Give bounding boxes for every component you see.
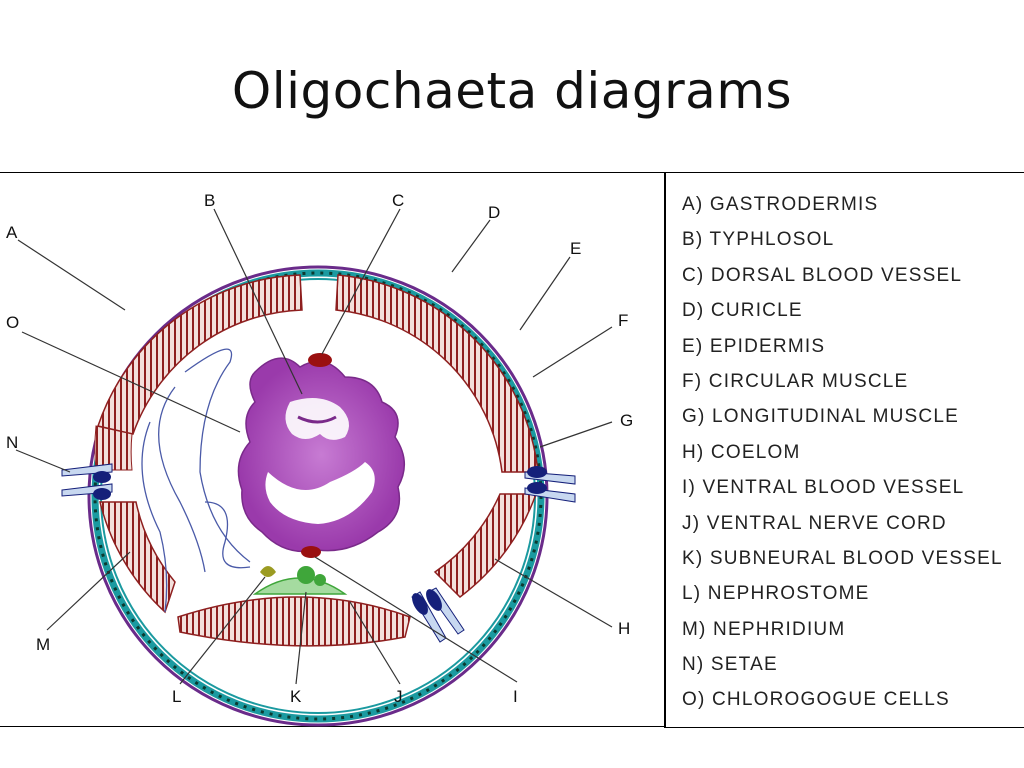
seta-sac-ventral-2 — [426, 589, 442, 611]
leader-h — [494, 558, 613, 628]
legend-item-d: D) CURICLE — [682, 300, 803, 322]
legend-item-a: A) GASTRODERMIS — [682, 194, 879, 215]
legend-item-n: N) SETAE — [682, 654, 778, 676]
seta-sac-right-upper — [527, 466, 547, 478]
leader-g — [539, 421, 613, 448]
frame-bottom-line — [0, 726, 664, 727]
leader-o — [21, 331, 241, 433]
frame-top-line — [0, 172, 664, 173]
leader-l — [179, 576, 266, 685]
letter-k: K — [290, 687, 302, 706]
nephridium-tube-1 — [184, 348, 251, 563]
leader-n — [15, 449, 71, 473]
letter-n: N — [6, 433, 18, 452]
slide-title: Oligochaeta diagrams — [231, 62, 793, 120]
seta-sac-right-lower — [527, 482, 547, 494]
leader-b — [213, 208, 303, 395]
letter-e: E — [570, 239, 581, 258]
nephridium-tube-3 — [141, 421, 168, 613]
legend-item-e: E) EPIDERMIS — [682, 335, 826, 357]
nerve-cord-core-2 — [314, 574, 326, 586]
dorsal-blood-vessel — [308, 353, 332, 367]
letter-f: F — [618, 311, 628, 330]
letter-b: B — [204, 191, 215, 210]
gut-lumen-lower — [265, 462, 375, 524]
letter-o: O — [6, 313, 19, 332]
leader-k — [295, 591, 307, 685]
letter-i: I — [513, 687, 518, 706]
legend-item-f: F) CIRCULAR MUSCLE — [682, 370, 909, 392]
nerve-cord-core-1 — [297, 566, 315, 584]
leader-d — [451, 219, 491, 273]
letter-h: H — [618, 619, 630, 638]
legend-item-m: M) NEPHRIDIUM — [682, 618, 846, 640]
longitudinal-muscle — [94, 274, 539, 647]
earthworm-cross-section: A B C D E F G H I J K L M N O — [6, 191, 633, 727]
letter-j: J — [394, 687, 403, 706]
letter-m: M — [36, 635, 50, 654]
leader-m — [46, 551, 131, 631]
leader-c — [321, 208, 401, 355]
muscle-band-ventral — [177, 596, 411, 647]
legend-list: A) GASTRODERMIS B) TYPHLOSOL C) DORSAL B… — [666, 173, 1024, 721]
ventral-blood-vessel — [301, 546, 321, 558]
legend-item-j: J) VENTRAL NERVE CORD — [682, 512, 947, 534]
legend-item-b: B) TYPHLOSOL — [682, 229, 835, 251]
leader-j — [349, 601, 401, 685]
legend-item-h: H) COELOM — [682, 441, 801, 463]
letter-l: L — [172, 687, 181, 706]
intestine — [237, 357, 405, 553]
legend-item-c: C) DORSAL BLOOD VESSEL — [682, 264, 963, 286]
leader-e — [519, 256, 571, 331]
diagram-letters: A B C D E F G H I J K L M N O — [6, 191, 633, 706]
legend-panel: A) GASTRODERMIS B) TYPHLOSOL C) DORSAL B… — [664, 172, 1024, 728]
letter-g: G — [620, 411, 633, 430]
muscle-band-lower-right — [433, 493, 538, 598]
typhlosol — [297, 415, 337, 424]
legend-item-k: K) SUBNEURAL BLOOD VESSEL — [682, 547, 1003, 569]
nephrostome-funnel — [260, 566, 276, 577]
muscle-band-upper-left — [97, 274, 303, 435]
leader-a — [17, 239, 126, 311]
letter-a: A — [6, 223, 18, 242]
legend-item-g: G) LONGITUDINAL MUSCLE — [682, 406, 959, 428]
letter-c: C — [392, 191, 404, 210]
leader-i — [314, 556, 518, 683]
leader-lines — [15, 208, 613, 685]
muscle-band-left-mid — [94, 425, 133, 471]
seta-sac-left-lower — [93, 488, 111, 500]
setae — [61, 463, 576, 643]
seta-sac-ventral-1 — [412, 593, 428, 615]
nephridium-tube-4 — [204, 501, 251, 569]
nephridium — [141, 348, 251, 613]
nephridium-tube-2 — [158, 386, 206, 573]
seta-sac-left-upper — [93, 471, 111, 483]
legend-item-l: L) NEPHROSTOME — [682, 583, 870, 605]
gut-lumen-upper — [285, 398, 349, 440]
leader-f — [532, 326, 613, 378]
ventral-nerve-cord — [252, 566, 348, 595]
legend-item-o: O) CHLOROGOGUE CELLS — [682, 689, 950, 711]
diagram-panel: A B C D E F G H I J K L M N O A) GASTROD… — [0, 172, 1024, 728]
legend-item-i: I) VENTRAL BLOOD VESSEL — [682, 477, 965, 499]
letter-d: D — [488, 203, 500, 222]
